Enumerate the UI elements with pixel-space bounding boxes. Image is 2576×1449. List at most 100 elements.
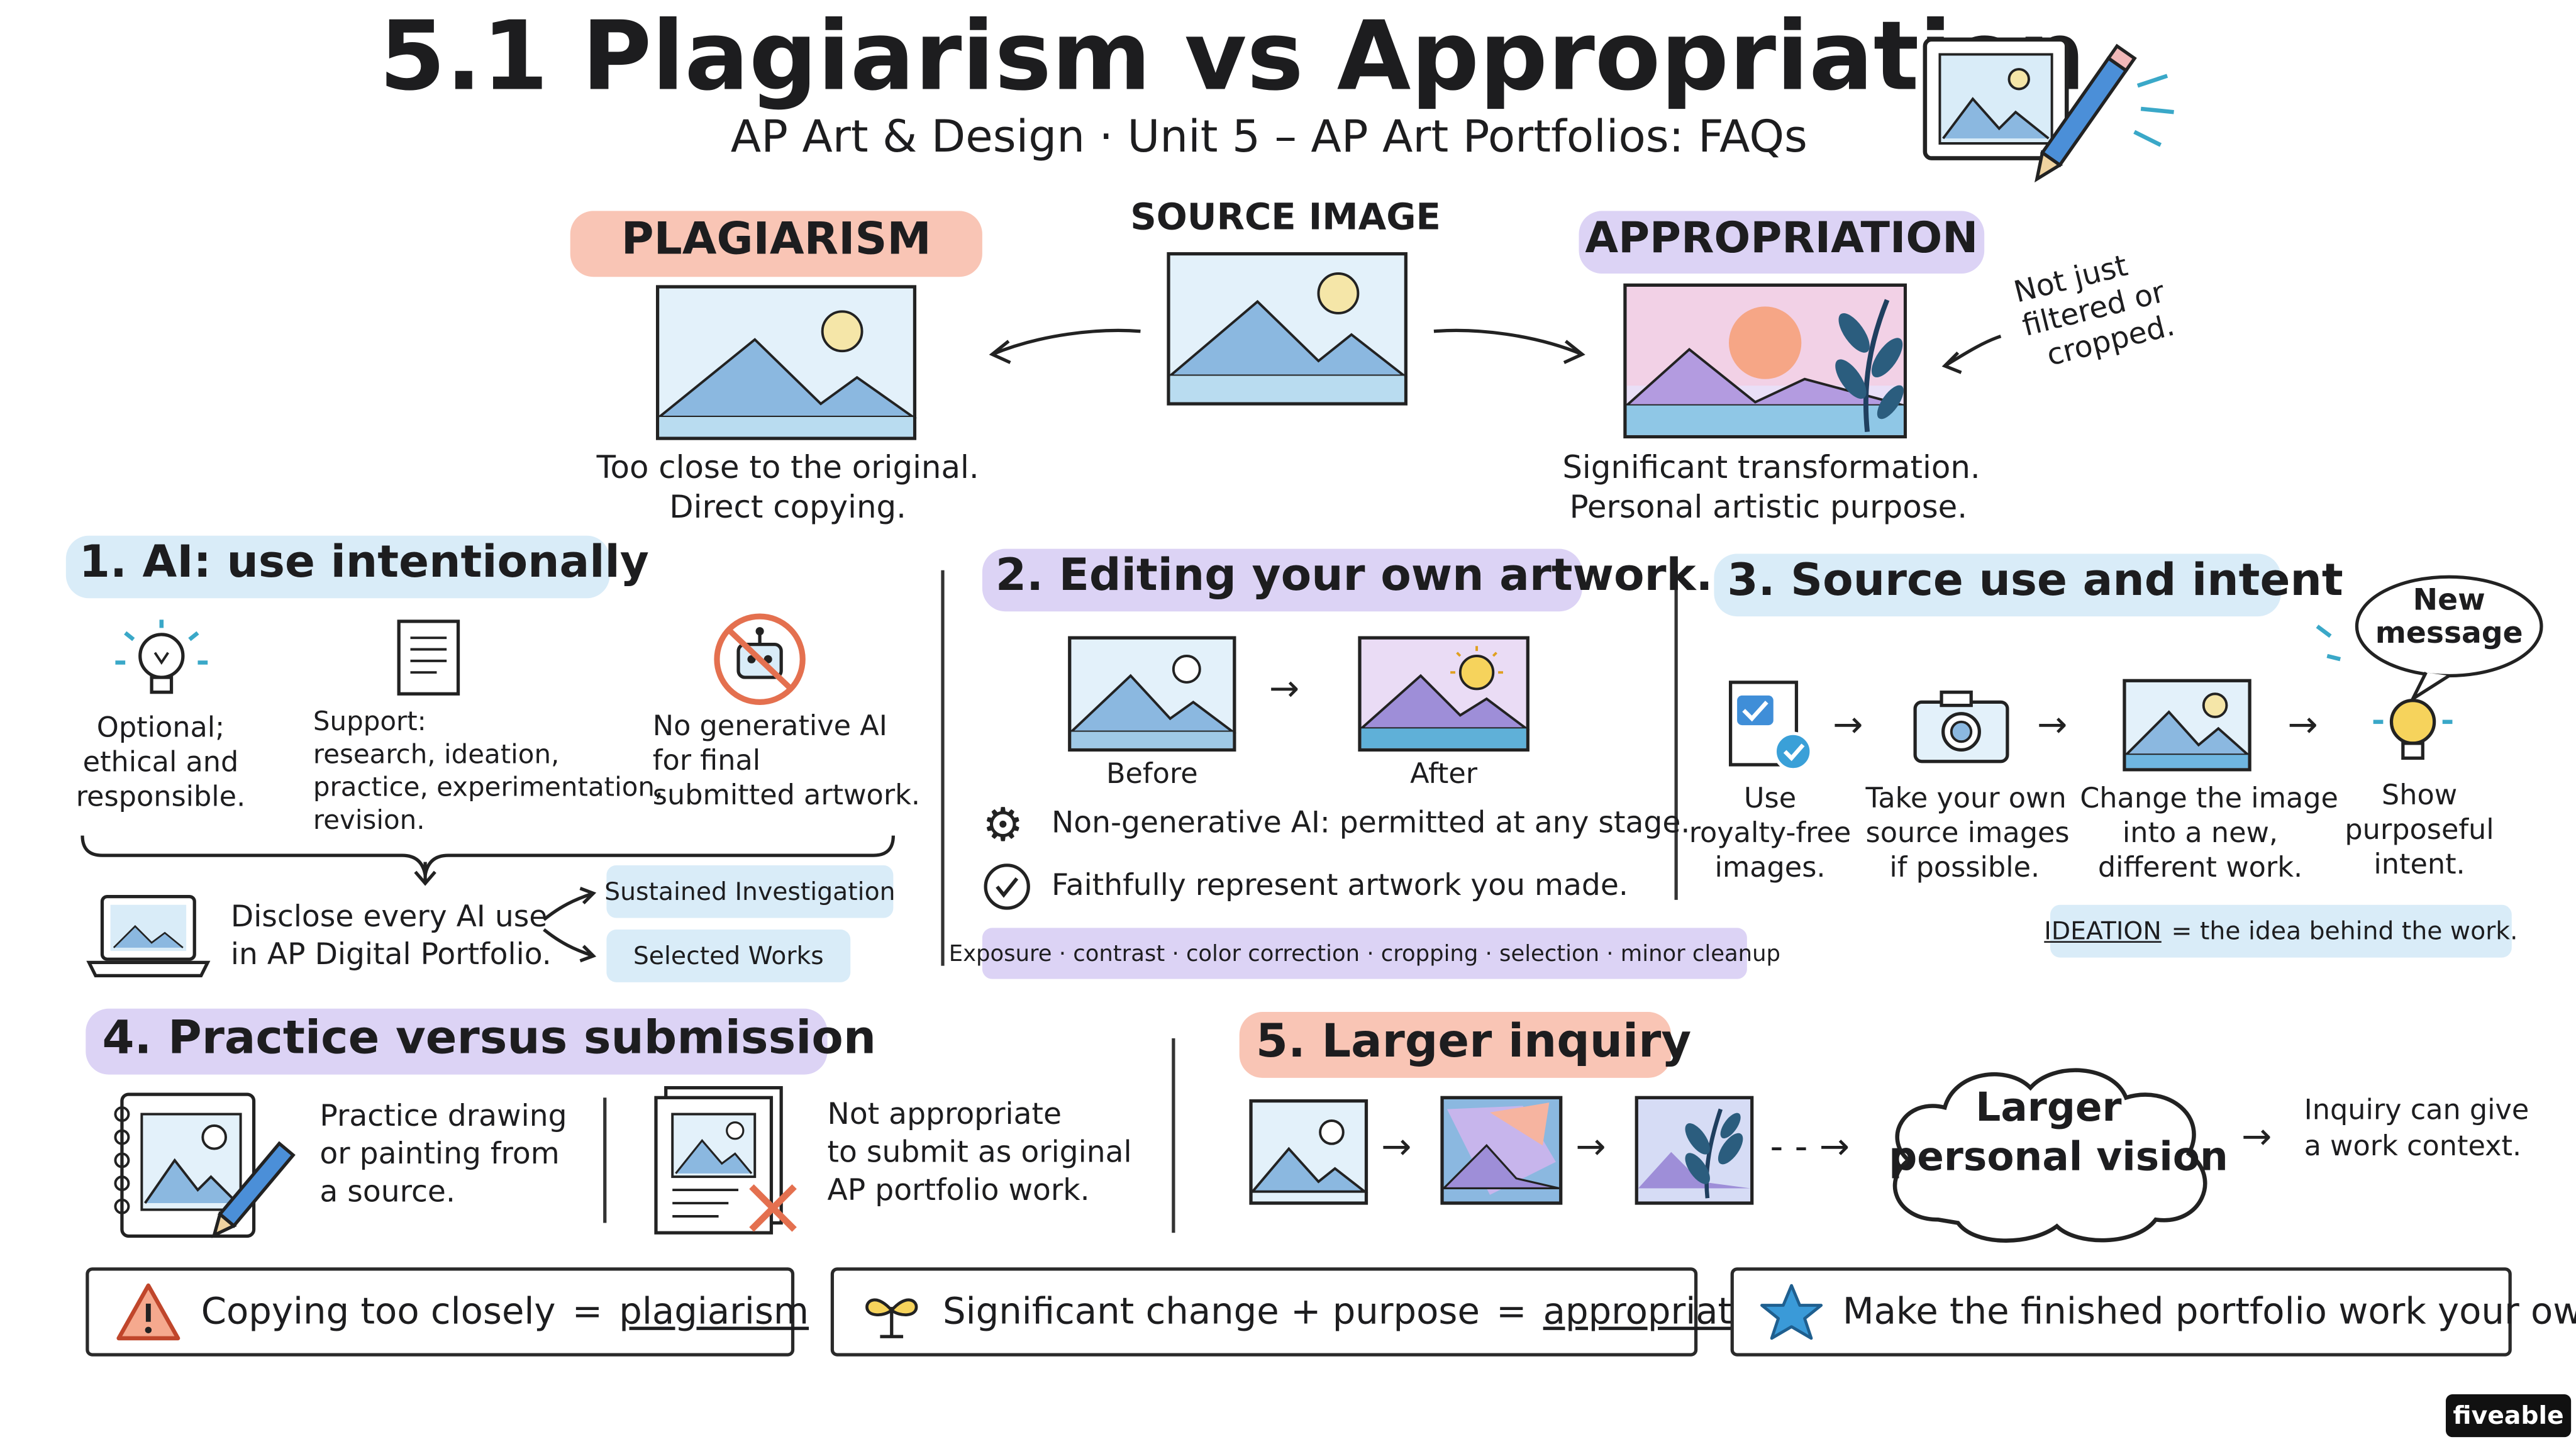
arrow-to-appropriation-icon: [1433, 328, 1585, 364]
star-icon: [1760, 1284, 1823, 1340]
ai-support-line-2: research, ideation,: [313, 738, 560, 770]
step2-line-1: Take your own: [1865, 782, 2067, 816]
page-subtitle: AP Art & Design · Unit 5 – AP Art Portfo…: [730, 112, 1807, 164]
inquiry-note-2: a work context.: [2304, 1130, 2522, 1164]
brand-logo: fiveable: [2453, 1401, 2564, 1431]
step-arrow-2-icon: →: [2037, 705, 2068, 747]
tag-selected-works: Selected Works: [606, 930, 851, 982]
after-image: [1358, 636, 1530, 752]
check-circle-icon: [984, 863, 1030, 910]
ai-optional-line-1: Optional;: [96, 712, 225, 745]
inquiry-arrow-2-icon: →: [1575, 1127, 1606, 1169]
bubble-line-2: message: [2375, 616, 2523, 652]
header-picture-pencil-icon: [1923, 37, 2174, 183]
arrow-to-plagiarism-icon: [989, 328, 1141, 364]
step-arrow-3-icon: →: [2287, 705, 2318, 747]
inquiry-image-1: [1249, 1099, 1368, 1205]
footer-box1-text-a: Copying too closely: [201, 1291, 556, 1333]
bubble-line-1: New: [2412, 583, 2485, 618]
before-label: Before: [1106, 758, 1198, 791]
appropriation-highlight: [1579, 211, 1985, 274]
disclose-line-2: in AP Digital Portfolio.: [230, 938, 552, 973]
before-image: [1068, 636, 1237, 752]
warning-icon: [116, 1283, 180, 1341]
footer-box1-equals: =: [572, 1291, 603, 1333]
no-gen-ai-line-2: for final: [652, 745, 761, 778]
side-note-arrow-icon: [1941, 335, 2002, 374]
practice-line-2: or painting from: [319, 1137, 560, 1172]
gear-icon: ⚙: [982, 797, 1024, 852]
branch-arrows-icon: [543, 887, 597, 963]
faithfully-represent-line: Faithfully represent artwork you made.: [1051, 869, 1628, 904]
section4-highlight: [86, 1008, 828, 1075]
sprout-icon: [865, 1298, 918, 1338]
source-image: [1167, 252, 1408, 406]
brand-badge: fiveable: [2445, 1394, 2572, 1438]
inquiry-image-3: [1635, 1096, 1754, 1205]
lightbulb-icon: [115, 619, 208, 694]
cloud-line-1: Larger: [1975, 1084, 2122, 1131]
footer-box-plagiarism: Copying too closely = plagiarism: [86, 1267, 809, 1357]
editing-tags: Exposure · contrast · color correction ·…: [949, 928, 1780, 979]
no-gen-ai-line-3: submitted artwork.: [652, 779, 921, 813]
practice-line-3: a source.: [319, 1175, 455, 1210]
not-appropriate-line-2: to submit as original: [827, 1135, 1132, 1170]
plagiarism-image: [655, 285, 918, 440]
footer-box1-text-c: plagiarism: [619, 1291, 809, 1333]
appropriation-caption-1: Significant transformation.: [1562, 450, 1980, 487]
divider-1: [941, 570, 944, 966]
inquiry-arrow-3-icon: →: [2241, 1117, 2272, 1159]
step4-line-1: Show: [2381, 779, 2458, 813]
inquiry-image-2: [1440, 1096, 1563, 1205]
step1-line-3: images.: [1714, 852, 1826, 886]
not-appropriate-line-1: Not appropriate: [827, 1097, 1062, 1133]
cloud-icon: [1892, 1068, 2207, 1243]
after-label: After: [1410, 758, 1478, 791]
footer-box2-equals: =: [1496, 1291, 1527, 1333]
ideation-definition: = the idea behind the work.: [2171, 916, 2518, 947]
tag-sustained-investigation: Sustained Investigation: [604, 865, 896, 918]
step4-line-2: purposeful: [2345, 814, 2494, 847]
inquiry-arrow-1-icon: →: [1381, 1127, 1412, 1169]
section5-title: 5. Larger inquiry: [1255, 1013, 1692, 1069]
section3-highlight: [1714, 553, 2281, 617]
step4-line-3: intent.: [2373, 848, 2465, 882]
footer-box2-text-a: Significant change + purpose: [942, 1291, 1480, 1333]
disclose-line-1: Disclose every AI use: [230, 899, 548, 935]
section2-highlight: [982, 548, 1582, 612]
ideation-tag: IDEATION = the idea behind the work.: [2044, 904, 2518, 958]
cloud-line-2: personal vision: [1889, 1133, 2228, 1180]
ai-support-line-3: practice, experimentation,: [313, 771, 663, 803]
side-note: Not just filtered or cropped.: [2011, 233, 2212, 379]
non-generative-ai-line: Non-generative AI: permitted at any stag…: [1051, 806, 1690, 841]
practice-line-1: Practice drawing: [319, 1099, 567, 1134]
plagiarism-label: PLAGIARISM: [621, 214, 931, 265]
ideation-word: IDEATION: [2044, 916, 2162, 947]
footer-box-own-work: Make the finished portfolio work your ow…: [1730, 1267, 2576, 1357]
section2-title: 2. Editing your own artwork.: [995, 550, 1713, 602]
divider-3: [603, 1097, 606, 1223]
intent-lightbulb-icon: [2373, 699, 2453, 760]
plagiarism-caption-1: Too close to the original.: [596, 450, 979, 487]
royalty-free-doc-icon: [1729, 680, 1813, 772]
footer-box3-text: Make the finished portfolio work your ow…: [1842, 1291, 2576, 1333]
plagiarism-highlight: [570, 211, 982, 277]
source-image-label: SOURCE IMAGE: [1130, 197, 1441, 239]
change-image-icon: [2123, 679, 2251, 772]
not-appropriate-line-3: AP portfolio work.: [827, 1173, 1090, 1208]
appropriation-image: [1623, 283, 1907, 439]
not-appropriate-doc-icon: [654, 1085, 797, 1235]
step3-line-1: Change the image: [2080, 782, 2338, 816]
ai-optional-line-2: ethical and: [82, 747, 239, 780]
section5-highlight: [1239, 1012, 1672, 1078]
inquiry-note-1: Inquiry can give: [2304, 1094, 2529, 1128]
appropriation-label: APPROPRIATION: [1585, 214, 1979, 264]
no-gen-ai-line-1: No generative AI: [652, 710, 887, 743]
step2-line-3: if possible.: [1889, 852, 2040, 886]
camera-icon: [1913, 691, 2009, 763]
document-icon: [397, 619, 460, 696]
ai-support-line-1: Support:: [313, 705, 426, 737]
divider-2: [1674, 570, 1677, 900]
step1-line-1: Use: [1743, 782, 1797, 816]
step1-line-2: royalty-free: [1689, 817, 1852, 851]
